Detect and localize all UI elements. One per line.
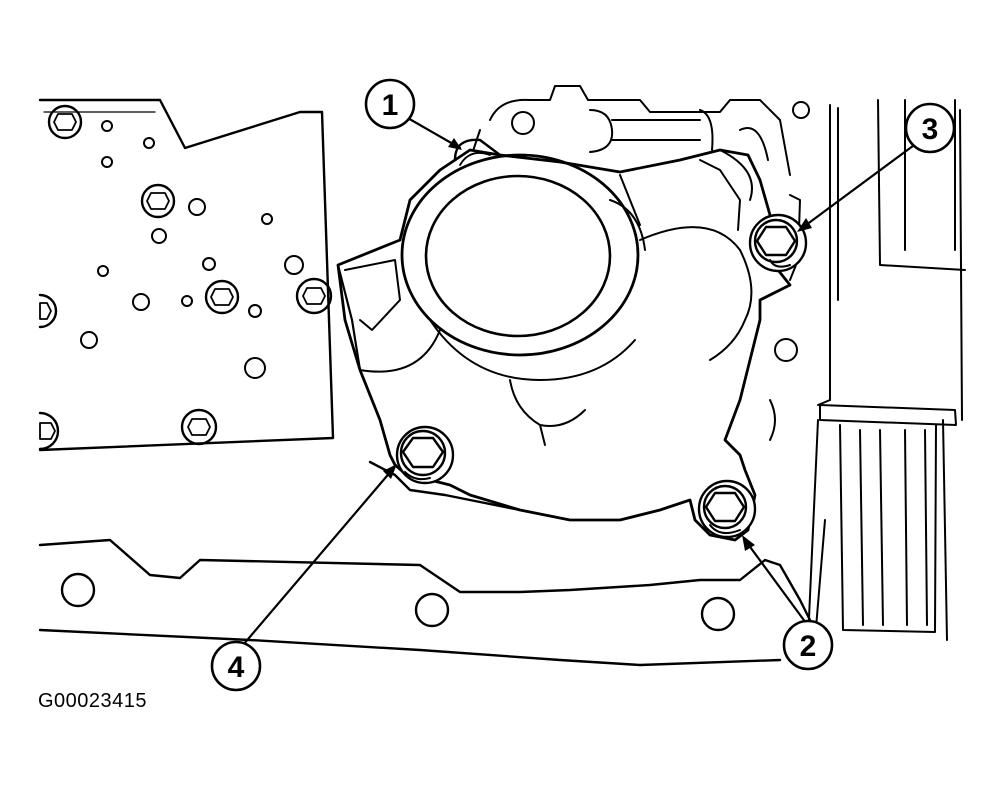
callout-3-label: 3 — [922, 113, 939, 146]
callout-1: 1 — [364, 78, 416, 130]
callout-4: 4 — [210, 640, 262, 692]
plate-bolt-4 — [295, 277, 333, 315]
callout-2-label: 2 — [800, 630, 817, 663]
main-housing — [336, 138, 792, 542]
plate-bolt-1 — [47, 104, 83, 140]
plate-bolt-6 — [38, 411, 60, 451]
housing-bolt-4 — [395, 425, 455, 485]
callout-1-label: 1 — [382, 89, 399, 122]
figure-code: G00023415 — [38, 690, 148, 712]
leader-line-3 — [800, 138, 923, 230]
leader-line-2 — [743, 538, 808, 625]
callout-3: 3 — [904, 102, 956, 154]
plate-bolt-7 — [180, 408, 218, 446]
plate-bolt-2 — [140, 183, 176, 219]
housing-bolt-2 — [697, 479, 757, 539]
background-mechanism — [469, 85, 810, 281]
plate-bolt-3 — [204, 279, 240, 315]
valve-body-plate — [38, 98, 335, 452]
leader-lines — [241, 115, 923, 647]
callout-2: 2 — [782, 619, 834, 671]
plate-bolt-5 — [38, 293, 58, 329]
right-side-assembly — [769, 99, 966, 641]
housing-bolt-3 — [748, 213, 808, 273]
leader-line-4 — [241, 468, 394, 647]
callout-4-label: 4 — [228, 651, 245, 684]
